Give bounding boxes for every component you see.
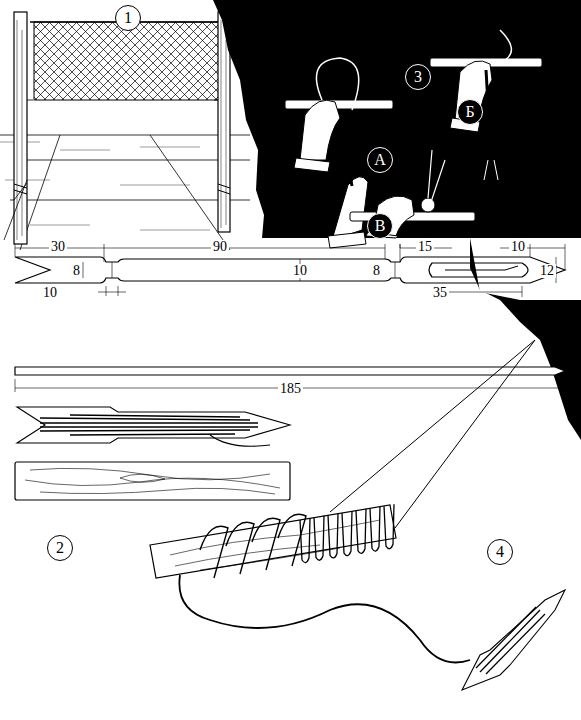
net-loop xyxy=(342,511,352,556)
callout-number: 4 xyxy=(496,544,504,560)
callout-circle: 1 xyxy=(115,5,141,31)
net-loop xyxy=(370,507,380,552)
net-loop xyxy=(300,518,310,563)
net-scene xyxy=(0,12,250,250)
dimension-label: 10 xyxy=(509,240,527,254)
callout-circle: 4 xyxy=(487,539,513,565)
dimension-label: 8 xyxy=(371,264,382,278)
dimension-label: 35 xyxy=(431,286,449,300)
net-loop xyxy=(384,504,394,549)
net-loop xyxy=(226,522,254,574)
shuttle-plan xyxy=(15,244,565,297)
callout-circle: Б xyxy=(457,99,483,125)
net-loop xyxy=(278,514,306,566)
net-loop xyxy=(200,526,228,578)
dimension-label: 90 xyxy=(211,240,229,254)
netting-on-gauge xyxy=(150,340,535,663)
callout-circle: А xyxy=(367,147,393,173)
dimension-label: 15 xyxy=(416,240,434,254)
callout-number: 3 xyxy=(414,69,422,85)
callout-circle: 3 xyxy=(405,64,431,90)
loaded-shuttle xyxy=(17,407,290,446)
netting-shuttle xyxy=(462,590,565,690)
dimension-label: 10 xyxy=(41,286,59,300)
dimension-label: 185 xyxy=(278,382,303,396)
hand-steps xyxy=(285,30,542,248)
net-loop xyxy=(328,513,338,558)
net-loop xyxy=(314,516,324,561)
callout-circle: В xyxy=(367,213,393,239)
callout-number: В xyxy=(375,218,386,234)
dimension-label: 8 xyxy=(71,264,82,278)
net-loop xyxy=(356,509,366,554)
dimension-label: 10 xyxy=(291,264,309,278)
dimension-label: 12 xyxy=(538,264,556,278)
callout-number: 2 xyxy=(56,540,64,556)
callout-number: А xyxy=(374,152,386,168)
callout-number: Б xyxy=(465,104,474,120)
dimension-label: 30 xyxy=(49,240,67,254)
callout-number: 1 xyxy=(124,10,132,26)
net-loop xyxy=(252,518,280,570)
callout-circle: 2 xyxy=(47,535,73,561)
mesh-gauge xyxy=(15,462,290,500)
